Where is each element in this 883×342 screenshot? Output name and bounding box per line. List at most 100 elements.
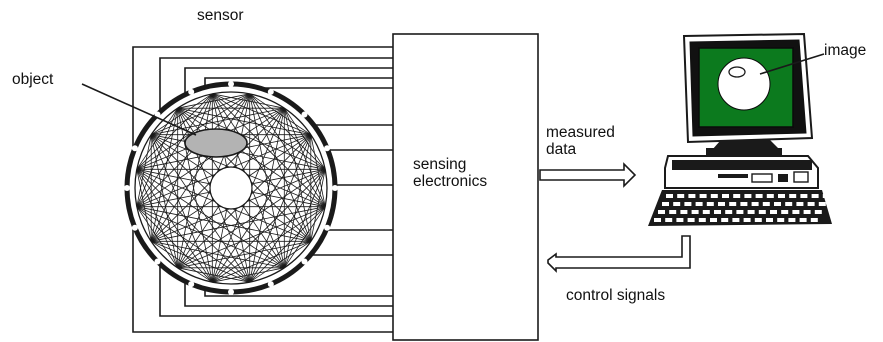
sensor-label: sensor [197,7,244,24]
keyboard-key [729,202,737,206]
electrode-gap [188,281,195,288]
sensitivity-chord [150,240,213,283]
keyboard-key [762,202,770,206]
sensitivity-chord [212,240,311,283]
image-leader-line [759,53,825,75]
sensitivity-chord [150,108,179,242]
keyboard-key [680,210,688,214]
sensitivity-chord [136,206,179,269]
arrow-right-icon [539,162,637,188]
keyboard-key [677,194,685,198]
electrode-gap [267,281,274,288]
keyboard-key [666,194,673,198]
electrode-gap [324,145,331,152]
keyboard-key [818,202,826,206]
keyboard-key [803,210,811,214]
keyboard-key [718,202,725,206]
electrode-gap [332,185,338,191]
keyboard-key [778,194,785,198]
electrode-gap [301,258,308,265]
keyboard-key [733,194,741,198]
keyboard-key [695,202,703,206]
keyboard-key [687,218,695,222]
keyboard-key [676,218,684,222]
reconstructed-image-disc [717,57,771,111]
keyboard-key [796,202,804,206]
electrode-gap [131,224,138,231]
sensitivity-chord [177,93,213,268]
sensitivity-chord [283,169,326,268]
sensitivity-chord [150,134,213,283]
keyboard-key [811,194,819,198]
keyboard-key [740,202,748,206]
keyboard-key [799,218,807,222]
object-label: object [12,71,54,88]
ring-electrode-gaps [124,81,338,295]
electrode-gap [154,111,161,118]
keyboard-key [684,202,692,206]
object-shape [184,128,248,158]
keyboard-key [669,210,677,214]
keyboard-key [654,218,661,222]
keyboard-key [766,194,774,198]
sensitivity-chord [136,93,213,170]
keyboard-key [722,194,729,198]
sensing-electronics-line2: electronics [413,173,488,190]
keyboard-key [747,210,755,214]
sensitivity-chord [151,93,250,136]
electrode-gap [154,258,161,265]
sensing-electronics-box [392,33,539,341]
keyboard-key [789,194,797,198]
keyboard-key [814,210,822,214]
keyboard-key [691,210,699,214]
keyboard-key [736,210,744,214]
keyboard-key [698,218,706,222]
keyboard-key [721,218,729,222]
keyboard-key [658,210,665,214]
keyboard-key [751,202,759,206]
image-label: image [824,42,867,59]
sensitivity-chord [249,93,326,170]
keyboard-key [792,210,800,214]
keyboard-key [699,194,707,198]
keyboard-key [710,194,718,198]
keyboard-key [744,194,752,198]
keyboard-key [785,202,793,206]
electrode-gap [124,185,130,191]
reconstructed-object [728,66,746,78]
keyboard-key [766,218,773,222]
sensitivity-chord [150,134,179,268]
keyboard-key [714,210,721,214]
keyboard-key [800,194,808,198]
measured-data-label: measured data [546,124,656,158]
sensitivity-chord [136,169,152,242]
sensitivity-chord [150,93,213,136]
keyboard-key [743,218,751,222]
keyboard-key [702,210,710,214]
keyboard-key [758,210,766,214]
sensitivity-chord [211,93,312,242]
keyboard-key [665,218,673,222]
sensitivity-chord [151,240,250,283]
electrode-gap [324,224,331,231]
sensitivity-chord [136,107,179,170]
sensitivity-chord [136,169,179,268]
keyboard-key [777,218,785,222]
sensitivity-chord [212,93,285,109]
sensitivity-chord [136,206,213,283]
sensitivity-chord [136,169,250,283]
electrode-gap [228,81,234,87]
keyboard-key [688,194,696,198]
keyboard-key [662,202,669,206]
keyboard-key [710,218,717,222]
sensitivity-chord [212,93,311,136]
electrode-gap [228,289,234,295]
sensitivity-chord [136,134,152,207]
sensitivity-chord [177,107,326,208]
computer-base-icon [664,155,819,189]
keyboard-key [754,218,762,222]
keyboard-key [706,202,714,206]
sensitivity-chord [150,93,213,242]
electrode-gap [188,88,195,95]
sensitivity-chord [283,108,326,207]
